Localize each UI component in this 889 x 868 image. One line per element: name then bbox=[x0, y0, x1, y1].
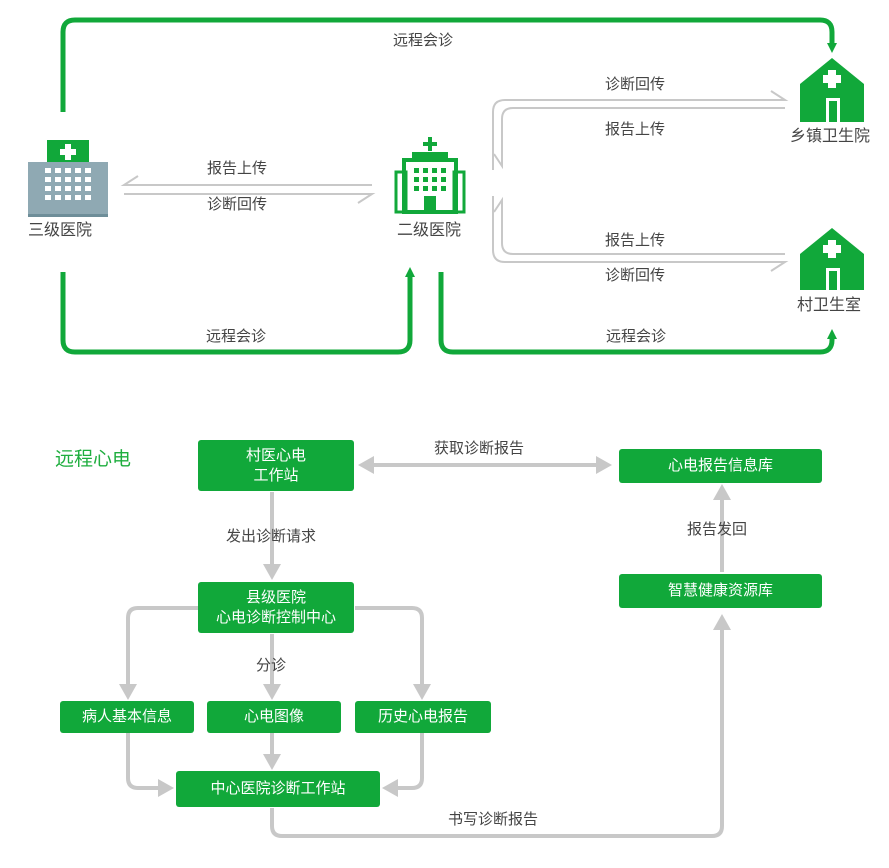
tertiary-hospital-icon bbox=[28, 140, 108, 217]
edge-label-write-report: 书写诊断报告 bbox=[448, 810, 539, 828]
county-history-arrow bbox=[355, 606, 424, 688]
box-center-diagnosis-station[interactable]: 中心医院诊断工作站 bbox=[176, 771, 380, 807]
image-center-head bbox=[263, 754, 281, 770]
box-ecg-image[interactable]: 心电图像 bbox=[207, 701, 341, 733]
edge-label-get-report: 获取诊断报告 bbox=[434, 439, 525, 457]
county-patient-head bbox=[119, 684, 137, 700]
remote-consult-left-arrow bbox=[60, 267, 415, 355]
tertiary-secondary-upper-arrow bbox=[120, 175, 372, 186]
get-report-head-right bbox=[596, 456, 612, 474]
county-history-head bbox=[413, 684, 431, 700]
edge-label-remote-consult-right: 远程会诊 bbox=[606, 327, 667, 345]
box-history-ecg-report[interactable]: 历史心电报告 bbox=[355, 701, 491, 733]
report-return-head bbox=[713, 484, 731, 500]
box-smart-health-database[interactable]: 智慧健康资源库 bbox=[619, 574, 822, 608]
county-patient-arrow bbox=[126, 606, 198, 688]
secondary-hospital-icon bbox=[394, 137, 466, 214]
node-label-village-clinic: 村卫生室 bbox=[797, 295, 862, 314]
edge-label-send-request: 发出诊断请求 bbox=[226, 527, 317, 545]
write-report-arrow bbox=[270, 628, 724, 838]
secondary-village-outer-arrow bbox=[492, 196, 789, 272]
box-ecg-report-database[interactable]: 心电报告信息库 bbox=[619, 449, 822, 483]
box-patient-basic-info[interactable]: 病人基本信息 bbox=[60, 701, 194, 733]
edge-label-remote-consult-top: 远程会诊 bbox=[393, 31, 454, 49]
node-label-tertiary-hospital: 三级医院 bbox=[28, 220, 93, 239]
edge-label-diagnosis-return: 诊断回传 bbox=[207, 195, 268, 213]
edge-label-township-report-upload: 报告上传 bbox=[605, 120, 666, 138]
get-report-head-left bbox=[358, 456, 374, 474]
township-clinic-icon bbox=[800, 58, 864, 122]
node-label-township-clinic: 乡镇卫生院 bbox=[790, 126, 871, 145]
box-village-ecg-station[interactable]: 村医心电 工作站 bbox=[198, 440, 354, 491]
send-request-head bbox=[263, 564, 281, 580]
remote-consult-right-arrow bbox=[438, 272, 837, 355]
node-label-secondary-hospital: 二级医院 bbox=[397, 220, 462, 239]
village-clinic-icon bbox=[800, 228, 864, 290]
secondary-village-inner-arrow bbox=[493, 196, 785, 255]
section-title-remote-ecg: 远程心电 bbox=[55, 448, 132, 470]
edge-label-village-report-upload: 报告上传 bbox=[605, 231, 666, 249]
edge-label-remote-consult-left: 远程会诊 bbox=[206, 327, 267, 345]
history-center-arrow bbox=[396, 733, 424, 790]
edge-label-triage: 分诊 bbox=[256, 656, 287, 674]
triage-head bbox=[263, 684, 281, 700]
history-center-head bbox=[382, 779, 398, 797]
tertiary-secondary-lower-arrow bbox=[124, 193, 376, 204]
write-report-head bbox=[713, 614, 731, 630]
patient-center-head bbox=[158, 779, 174, 797]
edge-label-township-diagnosis-return: 诊断回传 bbox=[605, 75, 666, 93]
remote-consult-top-arrow bbox=[60, 17, 837, 112]
edge-label-report-upload: 报告上传 bbox=[207, 159, 268, 177]
secondary-township-inner-arrow bbox=[493, 107, 785, 170]
edge-label-report-return: 报告发回 bbox=[687, 520, 748, 538]
box-county-ecg-center[interactable]: 县级医院 心电诊断控制中心 bbox=[198, 582, 354, 633]
patient-center-arrow bbox=[126, 733, 160, 790]
edge-label-village-diagnosis-return: 诊断回传 bbox=[605, 266, 666, 284]
secondary-township-outer-arrow bbox=[492, 90, 789, 170]
